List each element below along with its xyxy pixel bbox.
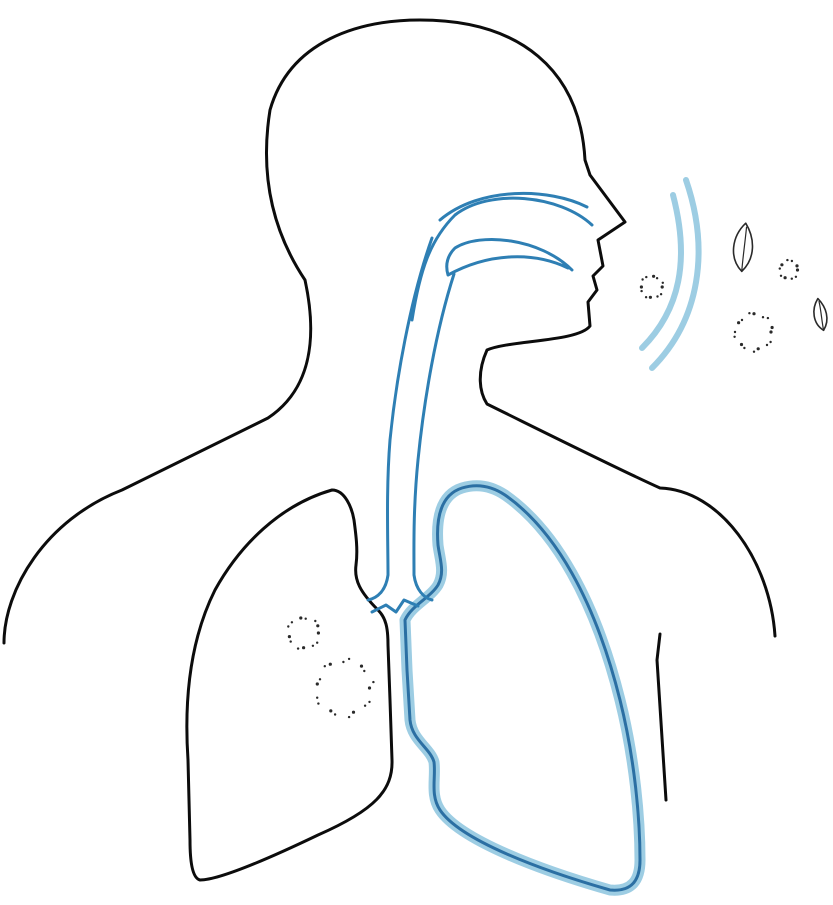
particle-dot — [315, 682, 319, 686]
particle-cluster-icon — [733, 312, 774, 353]
torso-right-contour — [655, 632, 668, 802]
particle-dot — [640, 289, 643, 293]
particle-dot — [766, 316, 770, 320]
leaf-icon — [813, 297, 828, 332]
particle-dot — [655, 277, 659, 280]
particle-dot — [351, 710, 356, 714]
particle-dot — [316, 631, 320, 635]
particle-dot — [660, 285, 664, 289]
particle-dot — [316, 641, 319, 644]
breath-wave-outer — [649, 177, 702, 371]
particle-dot — [347, 657, 351, 661]
particle-dot — [342, 660, 345, 664]
particle-dot — [316, 624, 320, 628]
particle-dot — [318, 678, 322, 681]
right-lung — [185, 488, 394, 882]
particle-dot — [739, 342, 744, 347]
particle-dot — [790, 259, 794, 263]
particle-dot — [761, 316, 765, 319]
particle-dot — [780, 263, 784, 267]
particle-dot — [659, 293, 663, 296]
particle-dot — [645, 275, 648, 279]
particle-dot — [652, 274, 656, 278]
particle-dot — [296, 647, 300, 650]
particle-dot — [648, 295, 653, 299]
particle-dot — [795, 264, 799, 268]
left-lung-glow — [399, 480, 646, 896]
particle-dot — [790, 277, 793, 280]
particle-dot — [363, 669, 366, 673]
leaf-icon — [732, 222, 754, 273]
particle-dot — [289, 640, 292, 643]
particle-dot — [752, 312, 756, 316]
particle-dot — [783, 276, 787, 280]
particle-dot — [287, 635, 291, 639]
nasal-passage-inner — [438, 191, 589, 222]
particle-dot — [752, 350, 756, 353]
particle-cluster-icon — [639, 274, 664, 299]
particle-dot — [368, 700, 371, 704]
body-silhouette — [2, 18, 777, 645]
particle-dot — [299, 616, 303, 620]
breath-wave-inner — [639, 192, 684, 351]
particle-dot — [328, 662, 332, 666]
particle-dot — [794, 275, 798, 278]
particle-dot — [769, 340, 772, 344]
particle-dot — [316, 696, 319, 699]
particle-dot — [639, 285, 644, 289]
particle-dot — [779, 274, 783, 277]
particle-dot — [372, 680, 375, 684]
particle-dot — [287, 625, 290, 628]
particle-dot — [795, 268, 800, 272]
particle-dot — [641, 278, 644, 281]
particle-dot — [740, 318, 744, 322]
particle-dot — [656, 295, 659, 298]
particle-dot — [743, 346, 746, 350]
particle-dot — [359, 664, 364, 668]
particle-dot — [302, 646, 306, 650]
particle-dot — [769, 330, 773, 334]
particle-dot — [770, 325, 774, 330]
particle-dot — [644, 296, 648, 299]
particle-dot — [290, 621, 294, 624]
particle-dot — [367, 686, 372, 690]
left-lung — [403, 484, 642, 892]
particle-dot — [347, 715, 351, 719]
particle-dot — [733, 335, 736, 338]
particle-dot — [737, 321, 741, 325]
particle-dot — [311, 644, 315, 647]
trachea-left-wall — [366, 236, 434, 602]
particle-cluster-icon — [315, 657, 375, 719]
particle-dot — [778, 267, 781, 270]
particle-dot — [317, 702, 320, 705]
particle-cluster-icon — [778, 258, 800, 280]
bronchi — [370, 598, 420, 614]
particle-cluster-icon — [287, 616, 320, 650]
particle-dot — [304, 617, 307, 620]
particle-dot — [314, 619, 317, 623]
particle-dot — [323, 665, 326, 668]
oral-passage-upper — [445, 237, 574, 277]
particle-dot — [756, 347, 760, 351]
particle-dot — [733, 330, 737, 334]
trachea-right-wall — [412, 272, 456, 602]
particle-dot — [329, 709, 333, 713]
particle-dot — [333, 713, 337, 716]
particle-dot — [661, 281, 664, 284]
particle-dot — [748, 312, 751, 315]
particle-dot — [363, 704, 367, 707]
particle-dot — [765, 343, 769, 347]
particle-dot — [786, 258, 789, 262]
